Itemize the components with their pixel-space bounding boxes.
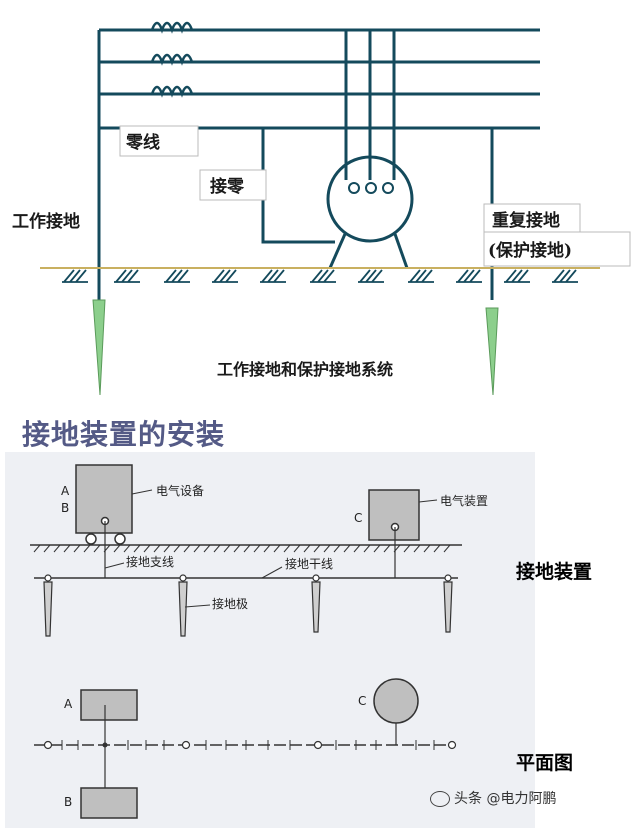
equipment-label: 电气设备 bbox=[156, 483, 204, 498]
plan-equipment-b bbox=[80, 787, 138, 819]
watermark: 头条 @电力阿鹏 bbox=[430, 788, 556, 808]
motor-leg-left bbox=[328, 233, 347, 269]
neutral-connection-wire bbox=[261, 128, 335, 244]
equipment-wheel-right bbox=[114, 533, 126, 545]
plan-junction-a bbox=[102, 742, 108, 748]
working-ground-label: 工作接地 bbox=[12, 211, 80, 232]
section-phase-a: A bbox=[61, 484, 70, 498]
repeat-ground-label-box bbox=[483, 203, 581, 237]
repeat-ground-rod bbox=[485, 307, 499, 396]
branch-label-leader bbox=[104, 562, 125, 569]
device-box bbox=[368, 489, 420, 541]
watermark-text: 头条 @电力阿鹏 bbox=[454, 791, 557, 807]
trunk-joint-1 bbox=[44, 574, 52, 582]
device-leader bbox=[418, 499, 438, 503]
wechat-icon bbox=[430, 791, 450, 807]
motor-terminal-2 bbox=[365, 182, 377, 194]
working-ground-rod bbox=[92, 299, 106, 396]
trunk-joint-4 bbox=[444, 574, 452, 582]
motor-terminal-3 bbox=[382, 182, 394, 194]
ground-electrode-3 bbox=[311, 581, 321, 633]
device-label: 电气装置 bbox=[440, 493, 488, 508]
ground-electrode-2 bbox=[178, 581, 188, 637]
plan-electrode-3 bbox=[313, 740, 323, 750]
motor bbox=[326, 155, 414, 243]
trunk-line-label: 接地干线 bbox=[285, 556, 333, 571]
branch-line-label: 接地支线 bbox=[126, 554, 174, 569]
protective-ground-label: (保护接地) bbox=[488, 240, 572, 261]
trunk-joint-3 bbox=[312, 574, 320, 582]
motor-terminal-1 bbox=[348, 182, 360, 194]
equipment-wheel-left bbox=[85, 533, 97, 545]
equipment-leader bbox=[131, 489, 153, 495]
neutral-connection-label-box bbox=[199, 169, 267, 201]
neutral-label-box bbox=[119, 125, 199, 157]
ground-electrode-1 bbox=[43, 581, 53, 637]
plan-electrode-2 bbox=[181, 740, 191, 750]
coil-3 bbox=[99, 85, 200, 98]
plan-equipment-a bbox=[80, 689, 138, 721]
section-phase-c: C bbox=[354, 511, 362, 525]
plan-phase-c: C bbox=[358, 694, 366, 708]
grounding-device-side-label: 接地装置 bbox=[516, 561, 593, 583]
plan-electrode-1 bbox=[43, 740, 53, 750]
coil-2 bbox=[99, 53, 200, 66]
coil-1 bbox=[99, 21, 200, 34]
motor-leg-right bbox=[393, 233, 409, 269]
trunk-label-leader bbox=[261, 566, 283, 579]
neutral-connection-label: 接零 bbox=[210, 176, 245, 197]
neutral-label: 零线 bbox=[125, 132, 160, 153]
ground-electrode-4 bbox=[443, 581, 453, 633]
diagram-caption: 工作接地和保护接地系统 bbox=[217, 360, 393, 379]
section-phase-b: B bbox=[61, 501, 69, 515]
electrode-label: 接地极 bbox=[212, 596, 248, 611]
plan-phase-b: B bbox=[64, 795, 72, 809]
plan-view-side-label: 平面图 bbox=[516, 752, 574, 774]
plan-device-c bbox=[373, 678, 419, 724]
trunk-joint-2 bbox=[179, 574, 187, 582]
section-title: 接地装置的安装 bbox=[22, 418, 226, 451]
working-protective-grounding-diagram: 零线 接零 工作接地 重复接地 (保护接地) 工作接地和保护接地系统 bbox=[12, 21, 631, 396]
plan-phase-a: A bbox=[64, 697, 73, 711]
electrode-label-leader bbox=[184, 604, 211, 608]
section-ground-hatching bbox=[33, 544, 451, 553]
repeat-ground-label: 重复接地 bbox=[492, 210, 560, 231]
protective-ground-label-box bbox=[483, 231, 631, 267]
plan-electrode-4 bbox=[447, 740, 457, 750]
plan-trunk-ticks bbox=[61, 740, 435, 750]
ground-hatching bbox=[62, 269, 578, 283]
